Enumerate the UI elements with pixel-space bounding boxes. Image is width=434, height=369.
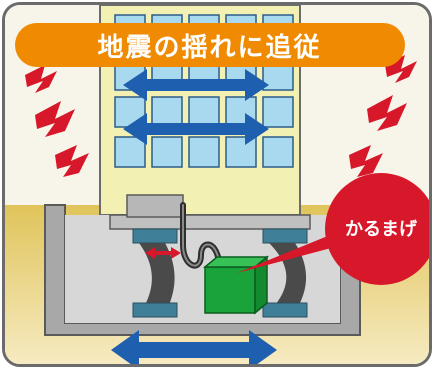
seismic-isolator-icon: [132, 228, 178, 318]
seismic-isolator-icon: [262, 228, 308, 318]
top-equipment: [126, 194, 184, 218]
double-arrow-icon: [111, 330, 277, 364]
equipment-box-icon: [204, 266, 256, 314]
double-arrow-icon: [145, 247, 181, 259]
double-arrow-icon: [123, 113, 269, 145]
banner-title: 地震の揺れに追従: [97, 32, 322, 63]
double-arrow-icon: [123, 69, 269, 101]
building-base: [109, 214, 311, 230]
callout-bubble: [237, 173, 429, 285]
banner: [15, 23, 405, 67]
illustration: [5, 5, 429, 364]
callout-label: かるまげ: [345, 219, 417, 240]
shake-mark-icon: [25, 65, 89, 177]
